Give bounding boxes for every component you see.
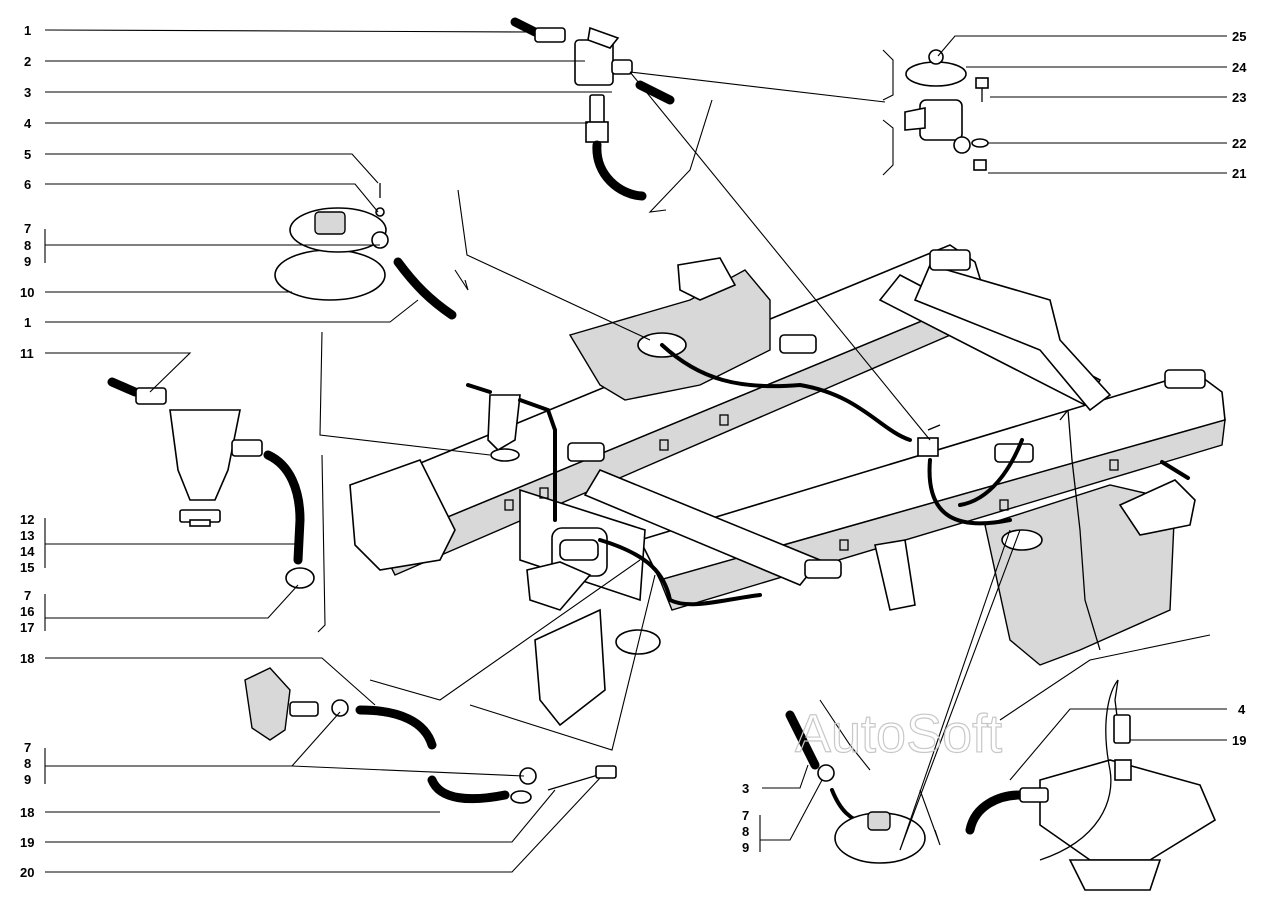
callout-25: 25 <box>1232 29 1246 44</box>
lower-fuel-tank <box>984 479 1196 666</box>
callout-4b: 4 <box>1238 702 1246 717</box>
chassis-frame <box>349 244 1226 727</box>
callout-8a: 8 <box>24 238 31 253</box>
tank-sender-unit <box>274 183 457 320</box>
callout-9c: 9 <box>24 772 31 787</box>
callout-18a: 18 <box>20 651 34 666</box>
callout-8c: 8 <box>24 756 31 771</box>
callout-10: 10 <box>20 285 34 300</box>
callout-7d: 7 <box>742 808 749 823</box>
callout-3a: 3 <box>24 85 31 100</box>
section-frames <box>317 49 1211 846</box>
callout-7b: 7 <box>24 588 31 603</box>
callout-12: 12 <box>20 512 34 527</box>
callout-17: 17 <box>20 620 34 635</box>
top-right-valve-parts <box>904 49 989 171</box>
callout-4a: 4 <box>24 116 32 131</box>
bottom-right-pump <box>965 679 1217 891</box>
bottom-left-assembly <box>244 667 617 804</box>
upper-fuel-tank <box>568 257 771 401</box>
callout-16: 16 <box>20 604 34 619</box>
tank-outlet-assembly <box>785 710 926 864</box>
callout-11: 11 <box>20 346 34 361</box>
callout-8d: 8 <box>742 824 749 839</box>
callout-22: 22 <box>1232 136 1246 151</box>
callout-numbers: 1 2 3 4 5 6 7 8 9 10 1 11 12 13 14 15 7 … <box>20 23 1247 880</box>
callout-24: 24 <box>1232 60 1247 75</box>
callout-1a: 1 <box>24 23 31 38</box>
chassis-fuel-lines <box>553 343 1101 651</box>
callout-15: 15 <box>20 560 34 575</box>
left-fuel-filter <box>107 377 315 589</box>
chassis-fuel-filter <box>466 383 557 462</box>
callout-21: 21 <box>1232 166 1246 181</box>
callout-9d: 9 <box>742 840 749 855</box>
leader-lines <box>44 29 1227 873</box>
callout-9a: 9 <box>24 254 31 269</box>
callout-20: 20 <box>20 865 34 880</box>
callout-18b: 18 <box>20 805 34 820</box>
callout-brackets <box>44 229 761 852</box>
callout-5: 5 <box>24 147 31 162</box>
callout-23: 23 <box>1232 90 1246 105</box>
callout-2: 2 <box>24 54 31 69</box>
callout-7c: 7 <box>24 740 31 755</box>
callout-7a: 7 <box>24 221 31 236</box>
callout-14: 14 <box>20 544 35 559</box>
top-valve-assembly <box>510 17 675 201</box>
chassis-fuel-pump <box>526 527 608 611</box>
callout-3b: 3 <box>742 781 749 796</box>
callout-19b: 19 <box>1232 733 1246 748</box>
callout-6: 6 <box>24 177 31 192</box>
callout-19a: 19 <box>20 835 34 850</box>
watermark: AutoSoft <box>795 704 1002 764</box>
callout-13: 13 <box>20 528 34 543</box>
callout-1b: 1 <box>24 315 31 330</box>
